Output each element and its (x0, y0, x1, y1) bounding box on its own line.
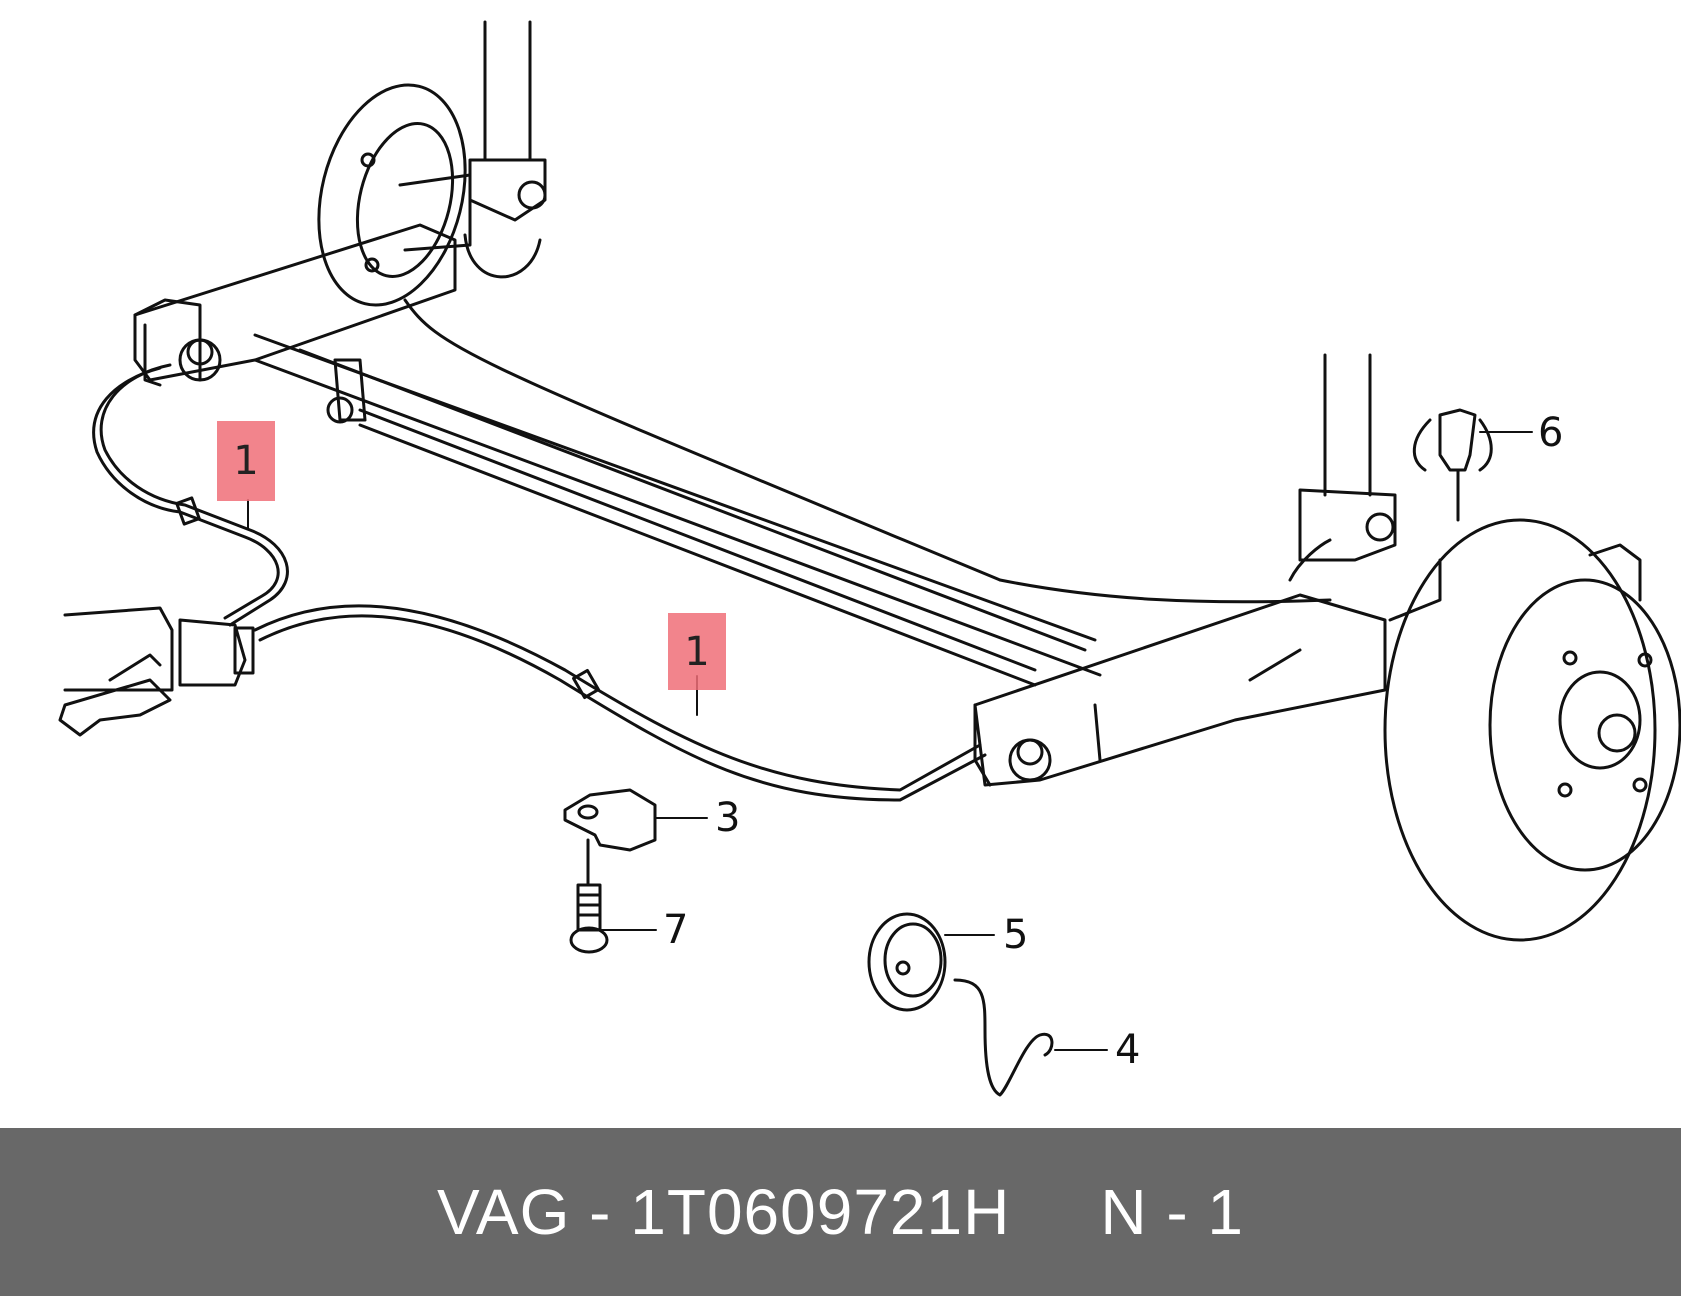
rear-axle-diagram: 1 1 3 4 5 6 7 (58, 20, 1681, 1097)
part-number-footer: VAG - 1T0609721H N - 1 (0, 1128, 1681, 1296)
axle-bracket (326, 358, 367, 424)
leader-lines (247, 431, 1533, 1051)
callout-4: 4 (1115, 1027, 1141, 1073)
callout-1-lower: 1 (668, 613, 726, 690)
right-trailing-arm (973, 593, 1387, 787)
left-shock-absorber (463, 20, 547, 279)
part-number-text: VAG - 1T0609721H (436, 1176, 1011, 1248)
wire-spring-part (953, 978, 1054, 1097)
brake-cable (92, 363, 987, 802)
right-brake-drum (1383, 518, 1681, 942)
cap-part (867, 912, 947, 1012)
right-shock-absorber (1298, 353, 1397, 562)
left-brake-drum (317, 83, 472, 307)
spring-clip-part (1412, 408, 1493, 522)
callout-6: 6 (1538, 410, 1564, 456)
left-mount-bolt (178, 338, 222, 382)
quantity-text: N - 1 (1100, 1176, 1245, 1248)
bolt-part (569, 883, 609, 954)
callout-7: 7 (663, 907, 689, 953)
handbrake-lever (58, 606, 255, 737)
callout-1-upper: 1 (217, 421, 275, 501)
callout-1-upper-label: 1 (233, 438, 259, 484)
callout-1-lower-label: 1 (684, 628, 710, 675)
callout-5: 5 (1003, 912, 1029, 958)
cable-clip-part (563, 788, 657, 887)
axle-beam (133, 223, 1332, 687)
callout-3: 3 (715, 795, 741, 841)
